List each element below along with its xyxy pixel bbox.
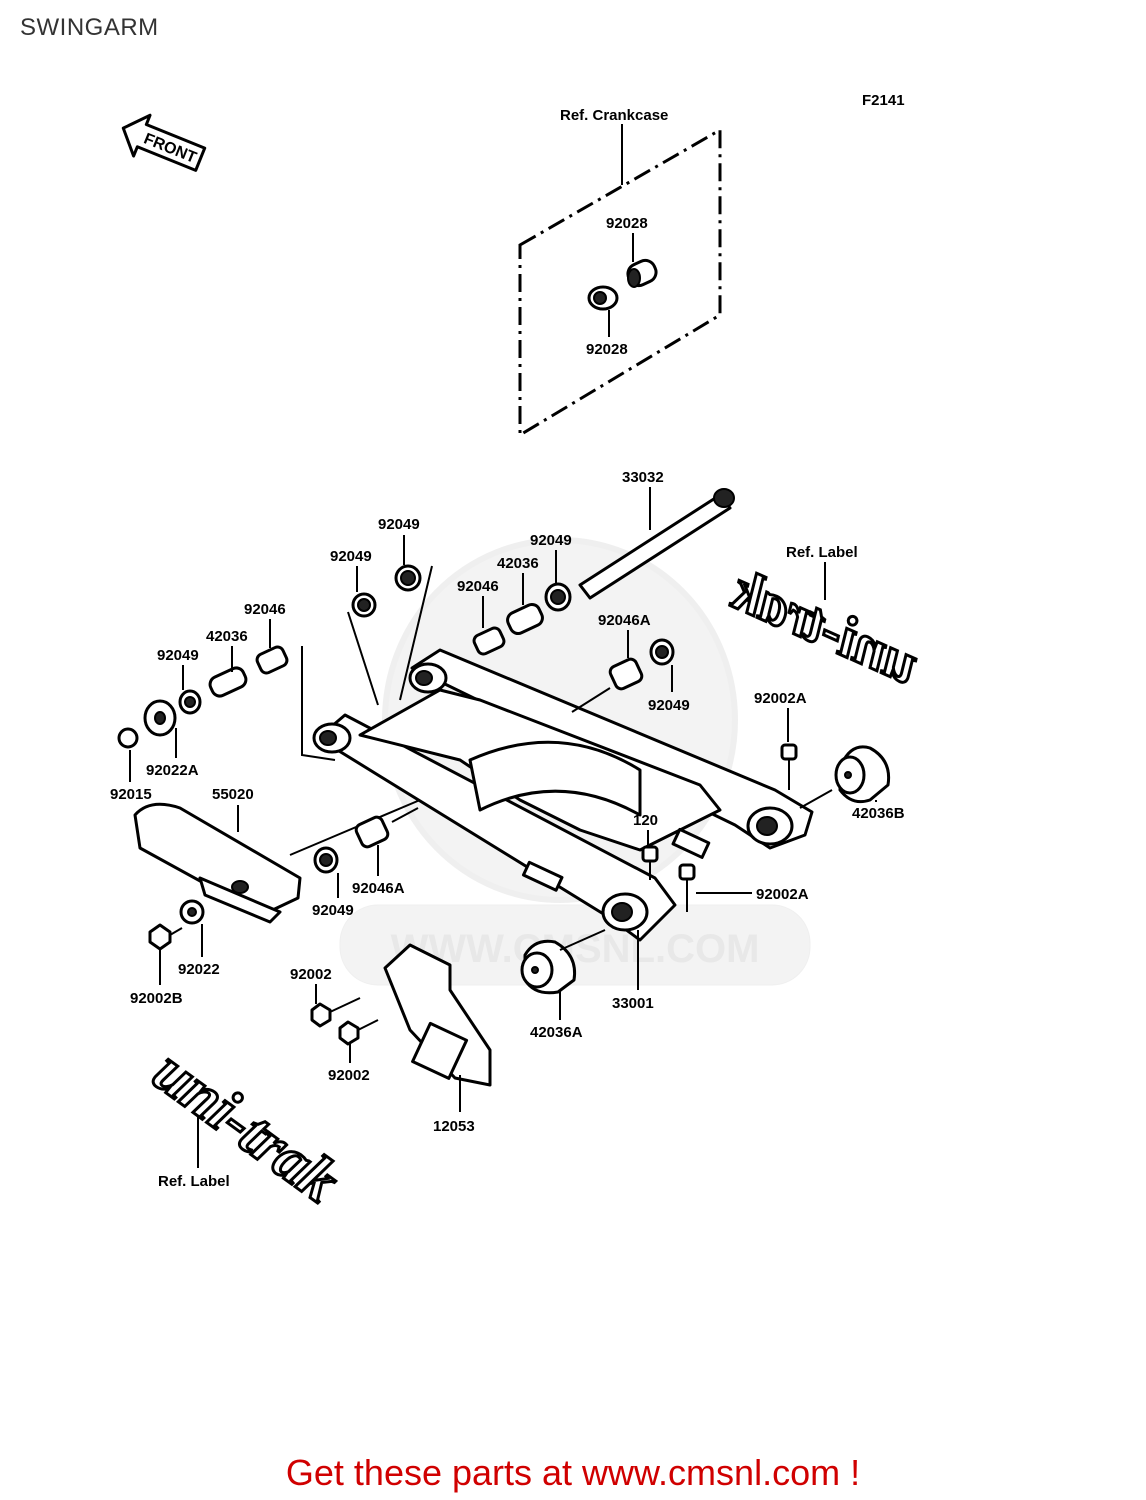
callout-92046-b: 92046 [457,578,499,595]
callout-92046A-b: 92046A [352,880,405,897]
ref-crankcase-label: Ref. Crankcase [560,107,668,124]
callout-42036A: 42036A [530,1024,583,1041]
collar-92028-top [626,258,658,288]
footer-banner: Get these parts at www.cmsnl.com ! [0,1452,1146,1494]
callout-92049-b: 92049 [330,548,372,565]
washer-92022 [179,899,205,925]
callout-92049-d: 92049 [648,697,690,714]
nut-92015 [117,727,139,749]
pivot-shaft-33032 [578,488,735,600]
bolt-92002-b [338,1019,379,1046]
chain-guard-55020 [133,802,302,924]
collar-92028-bottom [587,285,619,311]
chain-guide-12053 [383,943,492,1087]
sleeve-92046-a [255,645,289,675]
oil-seal-92049-b [351,592,377,618]
callout-120: 120 [633,812,658,829]
callout-92046A-a: 92046A [598,612,651,629]
callout-92002A-b: 92002A [756,886,809,903]
oil-seal-92049-f [313,846,339,874]
oil-seal-92049-c [544,582,572,612]
bearing-42036-a [208,666,248,698]
callout-33001: 33001 [612,995,654,1012]
callout-92049-c: 92049 [530,532,572,549]
callout-92015: 92015 [110,786,152,803]
bushing-42036B [834,745,891,804]
bearing-42036-b [506,602,544,636]
callout-92002B: 92002B [130,990,183,1007]
front-arrow-icon: FRONT [121,113,207,172]
callout-92002-b: 92002 [328,1067,370,1084]
bolt-92002-a [310,997,361,1028]
callout-92049-a: 92049 [378,516,420,533]
callout-33032: 33032 [622,469,664,486]
page-title: SWINGARM [20,14,159,41]
callout-12053: 12053 [433,1118,475,1135]
callout-55020: 55020 [212,786,254,803]
callout-42036-a: 42036 [206,628,248,645]
swingarm-33001 [312,648,814,942]
figure-code: F2141 [862,92,905,109]
oil-seal-92049-a [394,564,422,592]
bolt-92002A-top [780,743,798,790]
callout-92046-a: 92046 [244,601,286,618]
bushing-42036A [520,939,577,995]
footer-prefix: Get these parts at [285,1452,583,1493]
ref-label-bottom: Ref. Label [158,1173,230,1190]
bolt-120 [641,845,659,880]
sleeve-92046-b [472,626,506,656]
sleeve-92046A-a [608,657,644,691]
crankcase-reference-box [518,127,722,438]
oil-seal-92049-e [178,689,202,715]
callout-42036-b: 42036 [497,555,539,572]
footer-suffix: ! [840,1452,861,1493]
callout-92002A-a: 92002A [754,690,807,707]
callout-92028-top: 92028 [606,215,648,232]
oil-seal-92049-d [649,638,675,666]
washer-92022A [143,699,177,737]
bolt-92002B [148,923,183,951]
footer-link[interactable]: www.cmsnl.com [582,1452,841,1493]
callout-92049-e: 92049 [157,647,199,664]
ref-label-top: Ref. Label [786,544,858,561]
watermark-text: WWW.CMSNL.COM [391,927,760,971]
callout-92022: 92022 [178,961,220,978]
callout-92022A: 92022A [146,762,199,779]
bolt-92002A-bottom [678,863,696,912]
callout-92049-f: 92049 [312,902,354,919]
callout-42036B: 42036B [852,805,905,822]
callout-92002-a: 92002 [290,966,332,983]
callout-92028-bottom: 92028 [586,341,628,358]
sleeve-92046A-b [354,815,390,849]
